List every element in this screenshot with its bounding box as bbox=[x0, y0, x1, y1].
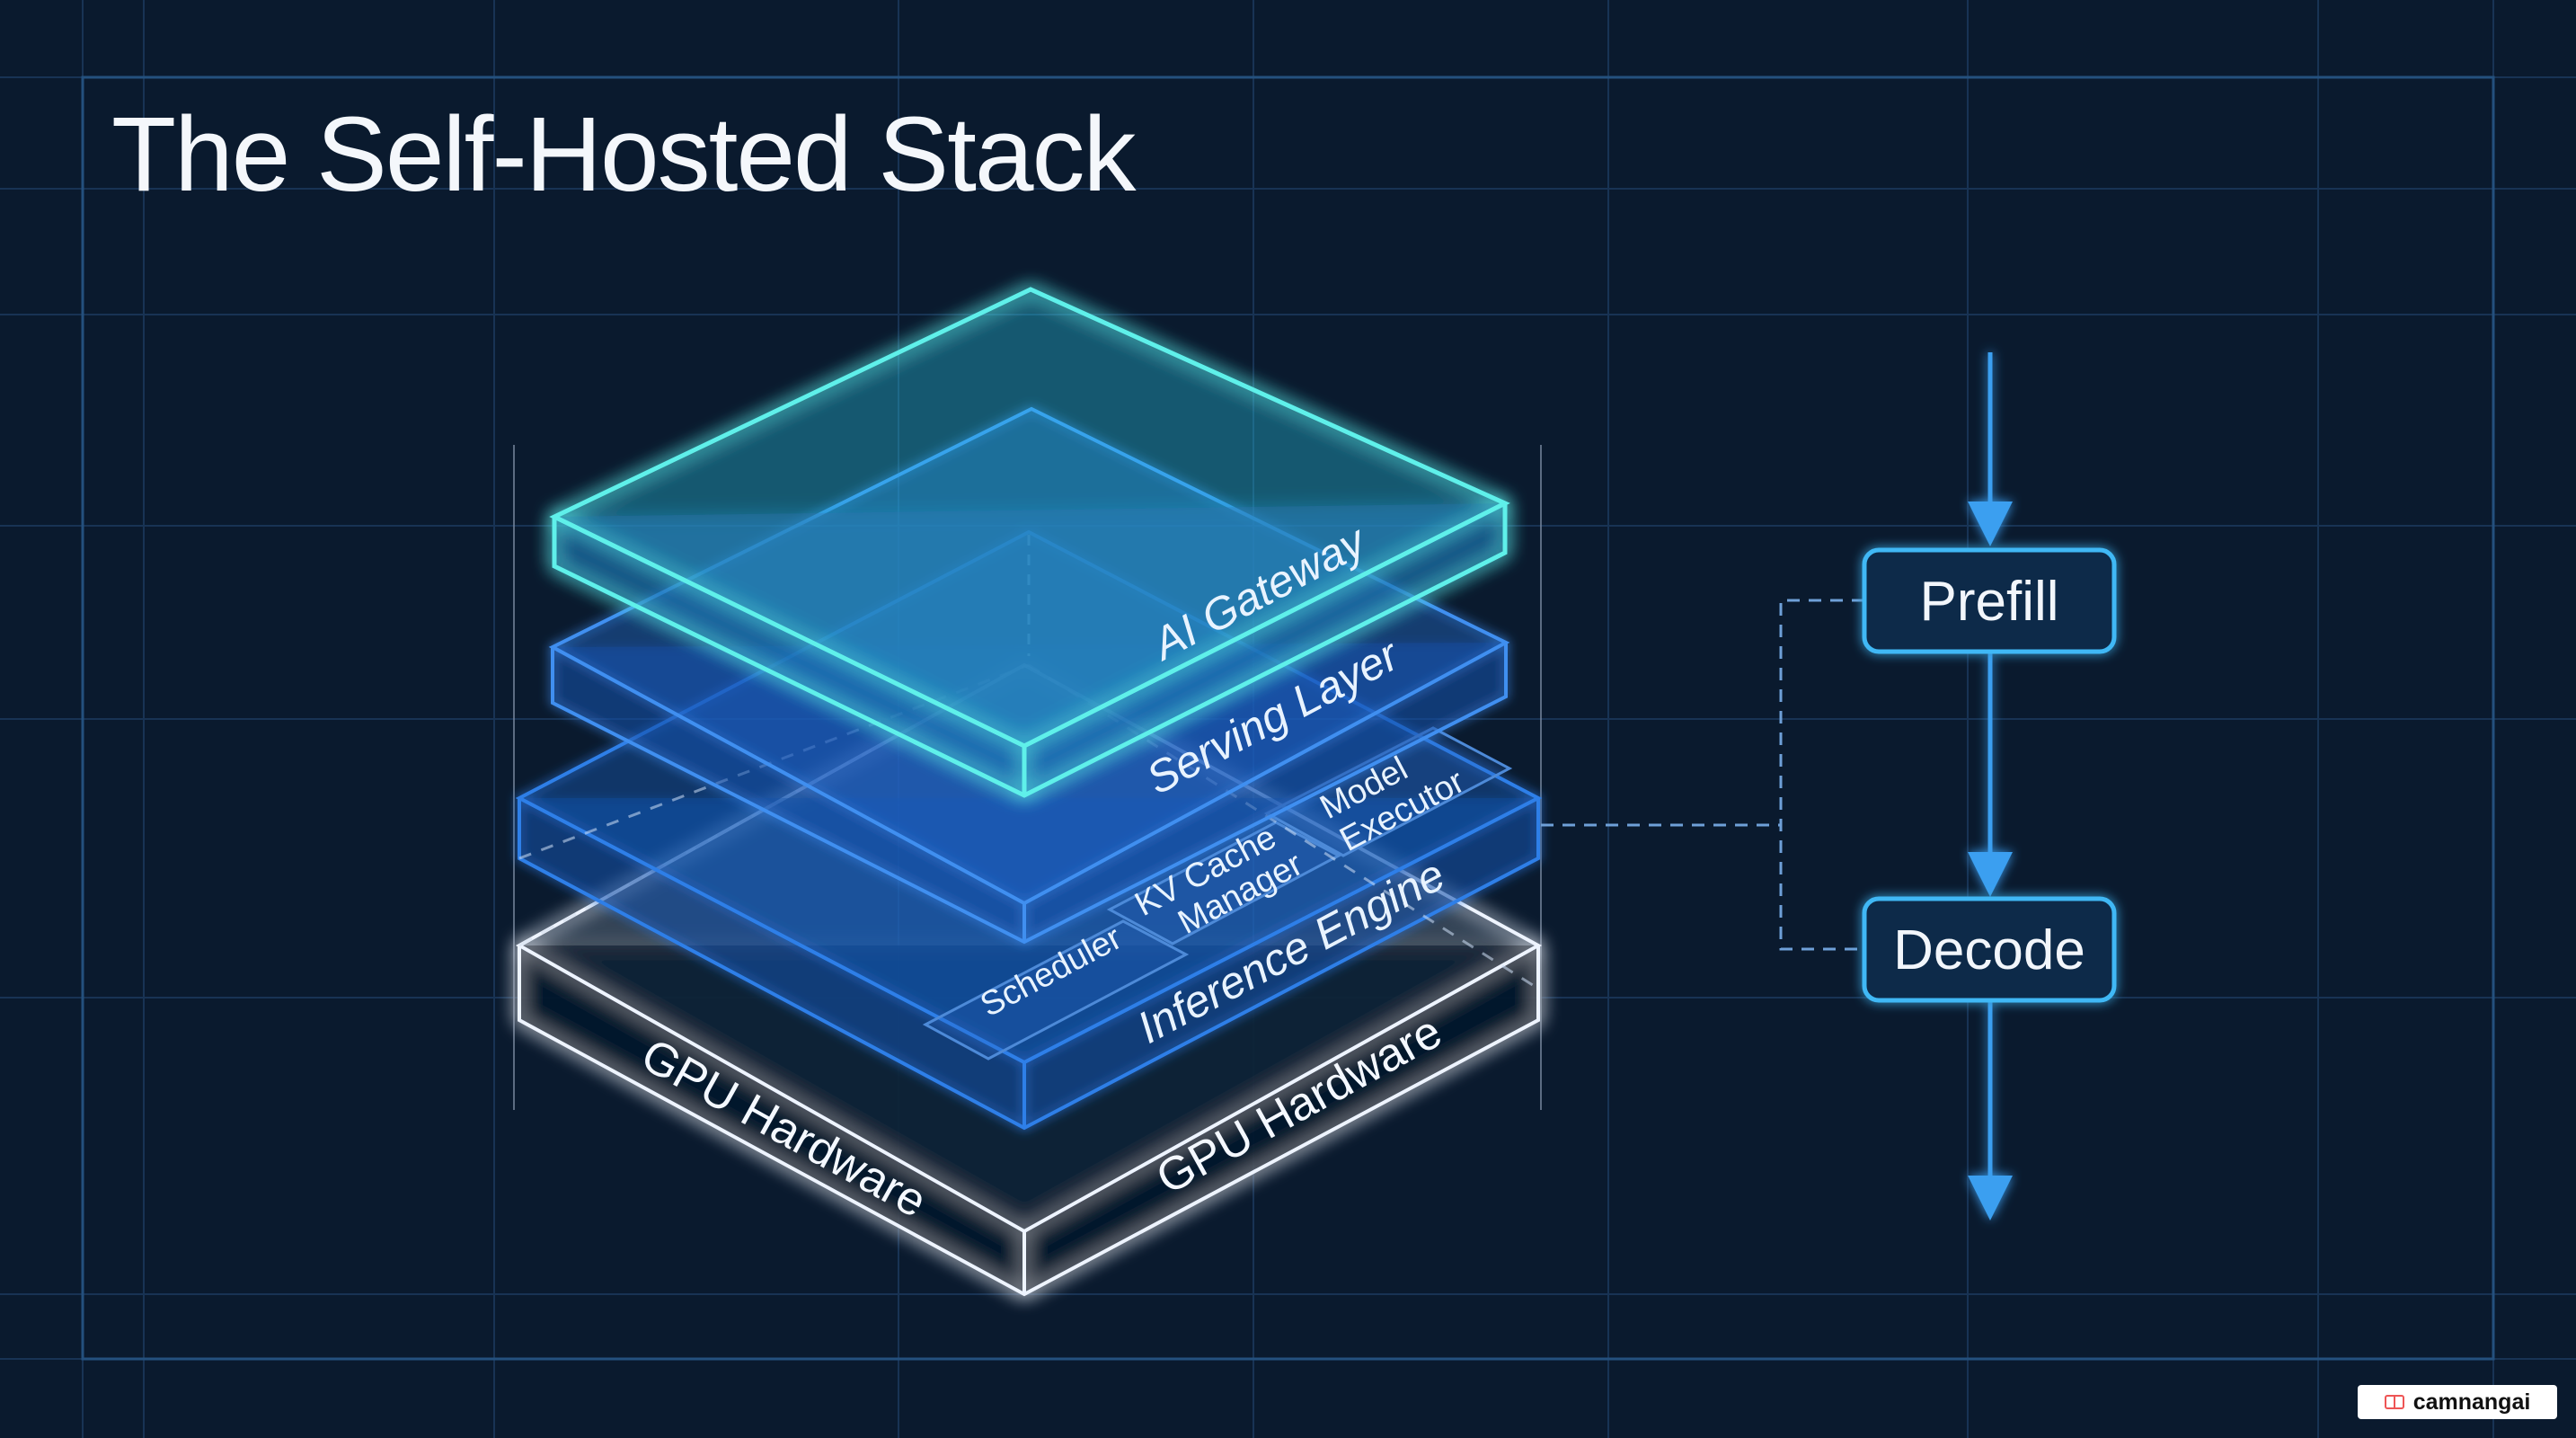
flow-arrows bbox=[1968, 352, 2013, 1221]
decode-label: Decode bbox=[1893, 919, 2085, 981]
kv-cache-manager-box bbox=[1106, 821, 1342, 945]
prefill-node bbox=[1862, 547, 2117, 654]
page-title: The Self-Hosted Stack bbox=[111, 95, 1137, 214]
watermark-badge: camnangai bbox=[2358, 1385, 2557, 1419]
watermark-text: camnangai bbox=[2412, 1389, 2531, 1415]
prefill-label: Prefill bbox=[1919, 571, 2058, 633]
book-icon bbox=[2384, 1395, 2404, 1409]
stack-pipeline-connector bbox=[1541, 599, 1864, 951]
ai-gateway-layer bbox=[549, 287, 1510, 798]
decode-node bbox=[1862, 896, 2117, 1003]
scheduler-box bbox=[922, 919, 1190, 1061]
